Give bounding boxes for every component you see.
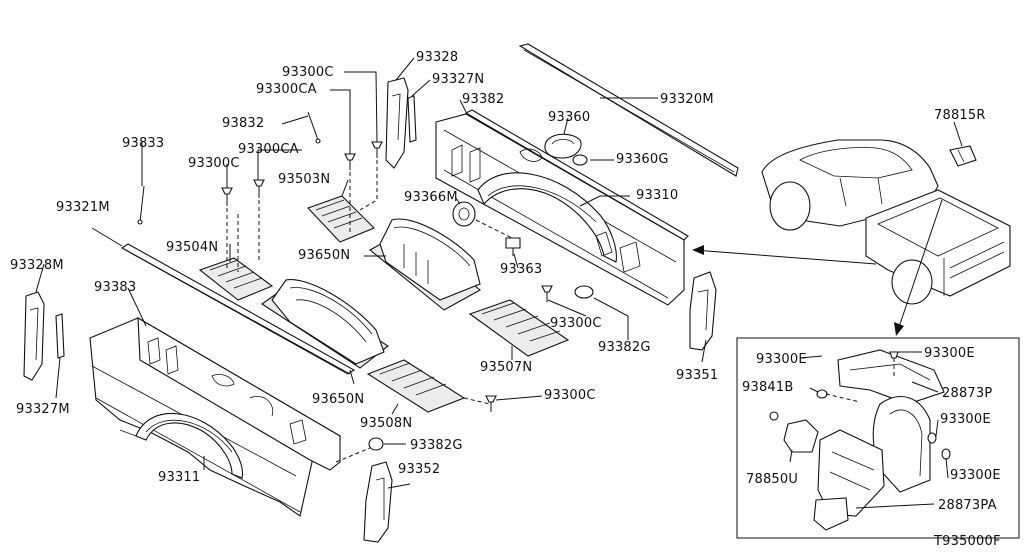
callout-93832: 93832 [222, 116, 265, 131]
bracket-93351 [689, 271, 717, 351]
floor-protector-93504N [198, 200, 274, 301]
callout-93311: 93311 [158, 470, 201, 485]
callout-93352: 93352 [398, 462, 441, 477]
leader-lines [35, 57, 963, 509]
callout-93321M: 93321M [56, 200, 110, 215]
clip-93300CA-upper [344, 153, 356, 170]
floor-protector-93503N [307, 160, 378, 243]
floor-protector-93507N [468, 299, 570, 357]
grommet-93360G [572, 154, 588, 166]
callout-93508N: 93508N [360, 416, 413, 431]
fastener-93363 [505, 237, 521, 256]
diagram-code: T935000F [934, 534, 1001, 549]
callout-93503N: 93503N [278, 172, 331, 187]
callout-93382G-right: 93382G [598, 340, 651, 355]
bed-rail-cap-left [91, 227, 356, 375]
clip-93300C-left [221, 187, 233, 206]
callout-93650N-lower: 93650N [312, 392, 365, 407]
callout-93504N: 93504N [166, 240, 219, 255]
rod-93833 [137, 185, 145, 225]
clip-93300CA-mid [253, 179, 265, 198]
callout-93328M: 93328M [10, 258, 64, 273]
clip-93300C-bottom [485, 395, 497, 412]
bracket-93328M [23, 291, 45, 381]
callout-93507N: 93507N [480, 360, 533, 375]
callout-93300E-top: 93300E [924, 346, 975, 361]
callout-93382: 93382 [462, 92, 505, 107]
callout-93650N-upper: 93650N [298, 248, 351, 263]
plug-93382G-right [574, 285, 594, 299]
callout-93300C-left: 93300C [188, 156, 240, 171]
callout-93300E-left: 93300E [756, 352, 807, 367]
clip-93300C-mid [541, 285, 553, 302]
callout-93300C-top: 93300C [282, 65, 334, 80]
strip-93327N [407, 95, 417, 143]
callout-93363: 93363 [500, 262, 543, 277]
part-93360-pad [544, 133, 582, 159]
truck-illustration [692, 139, 1011, 336]
clip-93300C-upper [371, 141, 383, 158]
callout-93366M: 93366M [404, 190, 458, 205]
bed-side-panel-right [435, 113, 685, 306]
callout-78850U: 78850U [746, 472, 799, 487]
bed-side-panel-left [89, 317, 342, 517]
wheel-house-inner-93650N [369, 218, 481, 311]
callout-93383: 93383 [94, 280, 137, 295]
callout-93300C-bottom: 93300C [544, 388, 596, 403]
callout-93300E-right: 93300E [950, 468, 1001, 483]
callout-78815R: 78815R [934, 108, 986, 123]
detail-box [736, 337, 1020, 539]
floor-protector-93508N [366, 359, 491, 413]
bracket-93352 [363, 461, 393, 543]
plug-93382G-bottom [335, 437, 384, 463]
callout-93300E-mid: 93300E [940, 412, 991, 427]
bed-rail-cap-right [518, 43, 739, 177]
callout-93382G-bottom: 93382G [410, 438, 463, 453]
callout-93360G: 93360G [616, 152, 669, 167]
callout-93833: 93833 [122, 136, 165, 151]
callout-93300C-mid: 93300C [550, 316, 602, 331]
callout-93841B: 93841B [742, 380, 794, 395]
callout-93300CA-mid: 93300CA [238, 142, 299, 157]
callout-28873P: 28873P [942, 386, 993, 401]
callout-93310: 93310 [636, 188, 679, 203]
wheel-house-inner-93650N-lower [261, 279, 389, 369]
callout-93351: 93351 [676, 368, 719, 383]
callout-28873PA: 28873PA [938, 498, 997, 513]
callout-93327M: 93327M [16, 402, 70, 417]
callout-93320M: 93320M [660, 92, 714, 107]
bracket-93328 [385, 77, 409, 169]
callout-93360: 93360 [548, 110, 591, 125]
seal-93366M [452, 201, 521, 243]
callout-93327N: 93327N [432, 72, 485, 87]
callout-93328: 93328 [416, 50, 459, 65]
callout-93300CA-top: 93300CA [256, 82, 317, 97]
rod-93832 [307, 111, 321, 144]
strip-93327M [55, 313, 65, 359]
